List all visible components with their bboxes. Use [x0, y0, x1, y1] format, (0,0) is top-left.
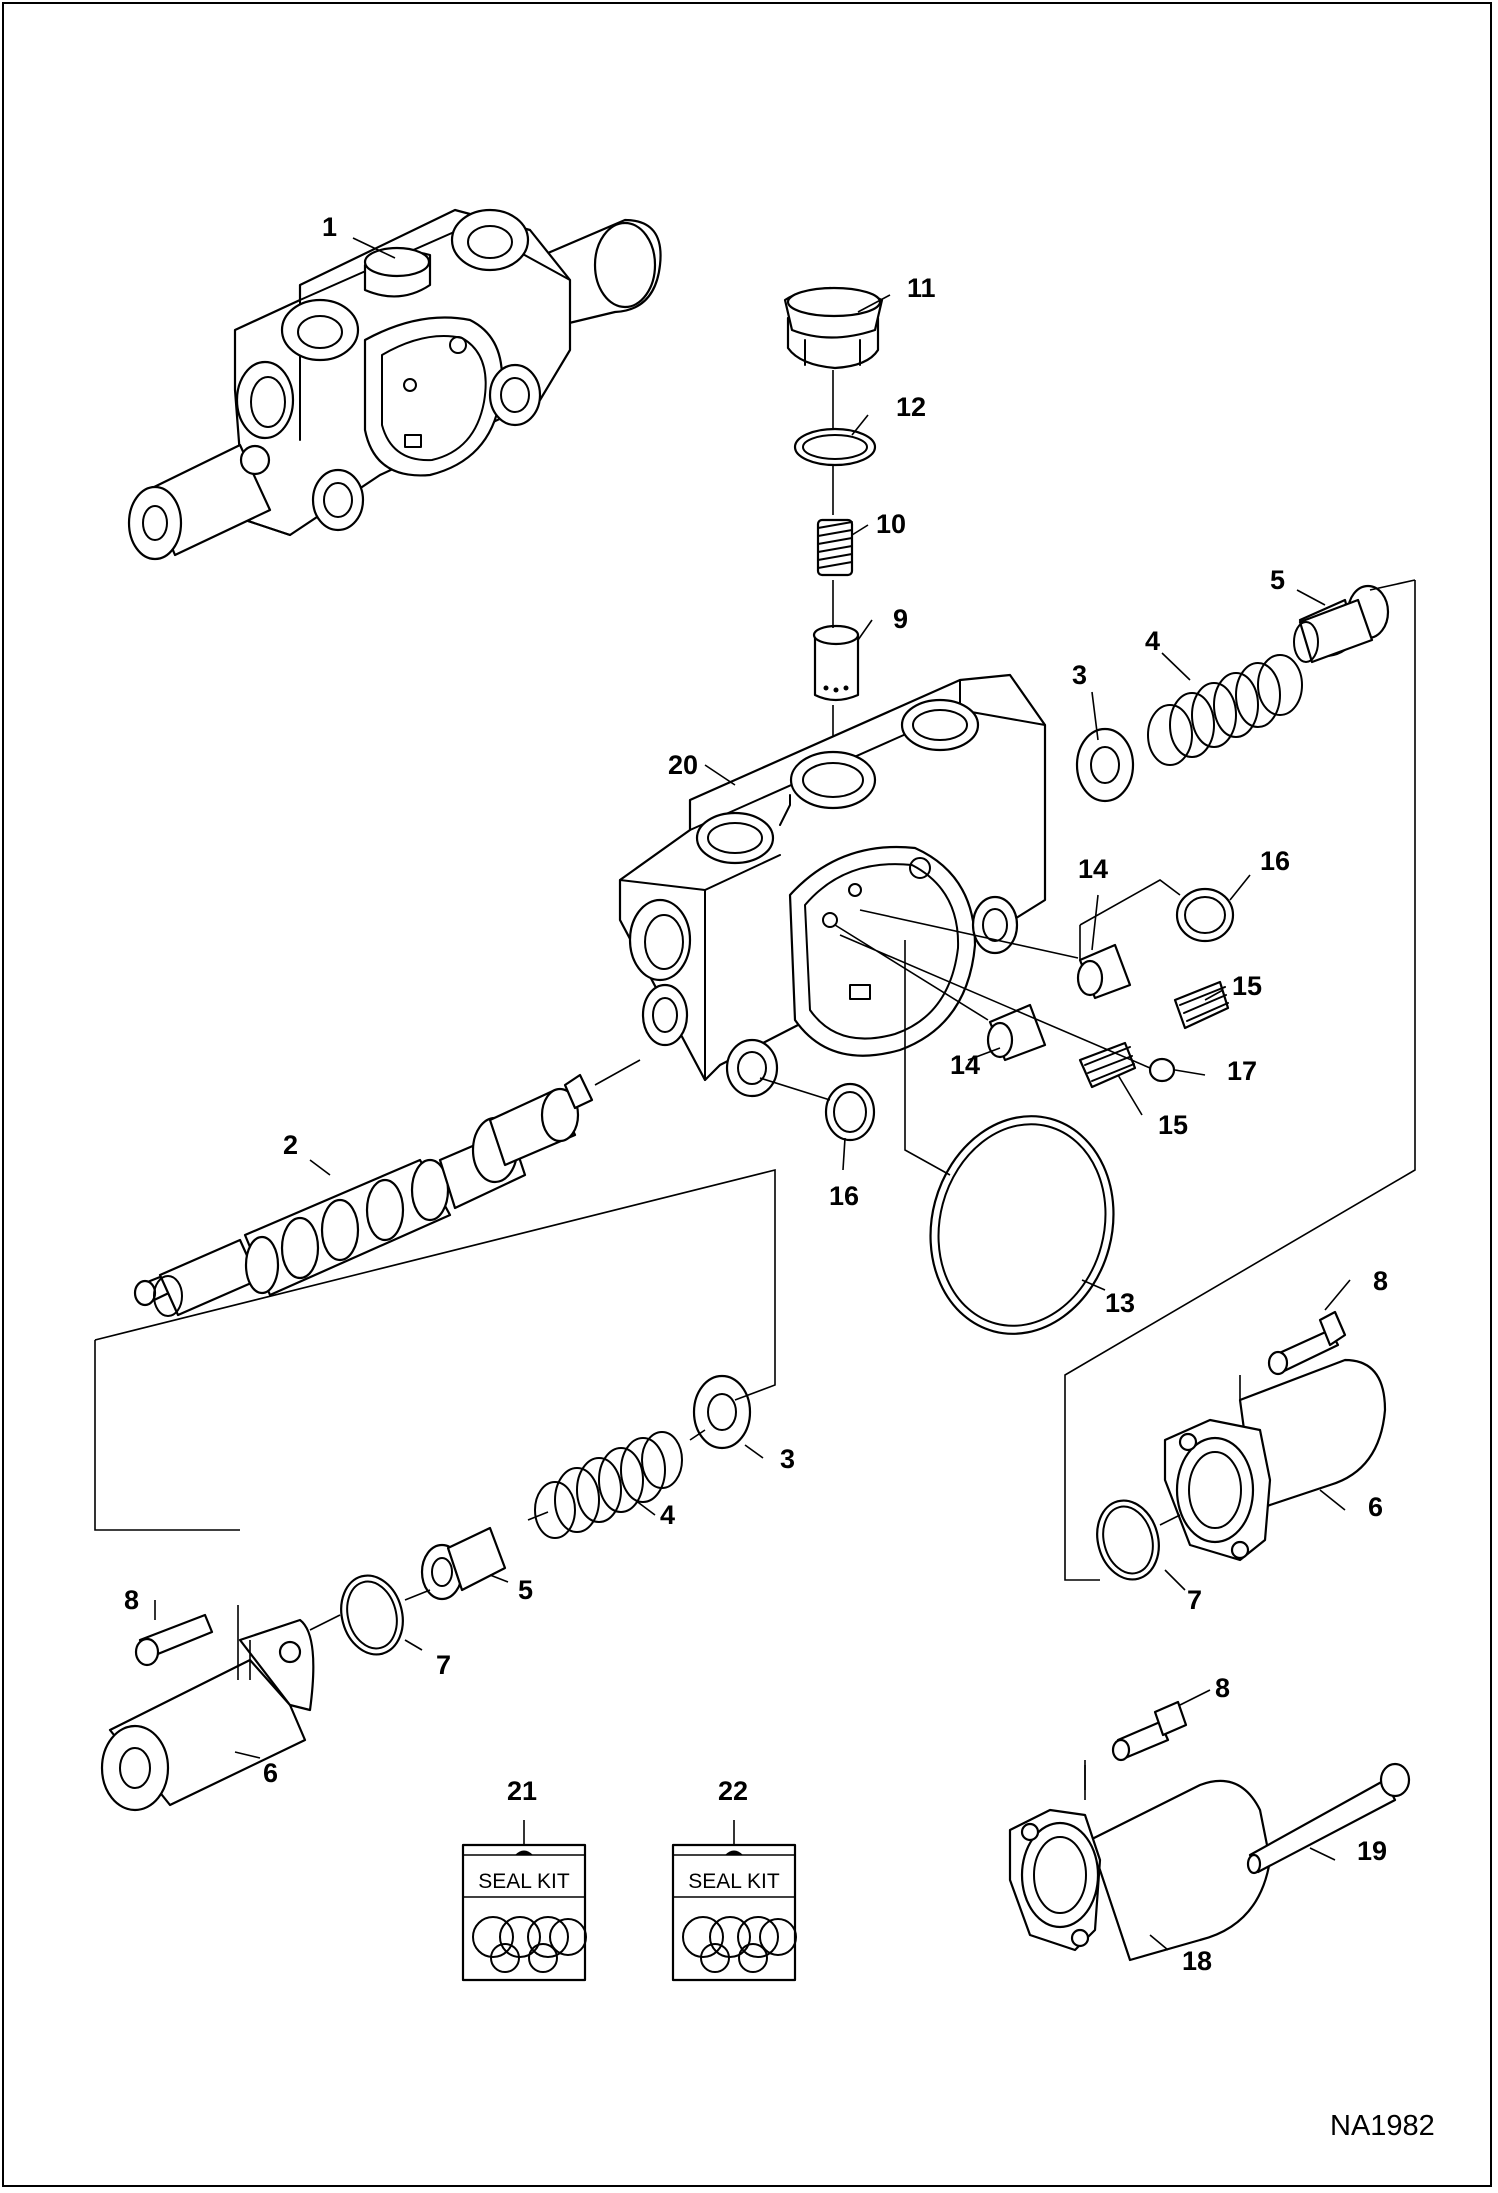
- callout-6: 6: [1368, 1492, 1384, 1522]
- callout-2: 2: [283, 1130, 299, 1160]
- callout-7: 7: [1187, 1585, 1203, 1615]
- spring-10: [816, 518, 854, 577]
- group-brackets: [94, 579, 1416, 1800]
- callout-3: 3: [1072, 660, 1088, 690]
- check-valve-stack: [783, 286, 884, 790]
- callout-1: 1: [322, 212, 338, 242]
- callout-8: 8: [124, 1585, 140, 1615]
- callout-9: 9: [893, 604, 909, 634]
- callout-8: 8: [1215, 1673, 1231, 1703]
- callout-15: 15: [1232, 971, 1263, 1001]
- callout-22: 22: [718, 1776, 749, 1806]
- callout-20: 20: [668, 750, 699, 780]
- callout-6: 6: [263, 1758, 279, 1788]
- callout-3: 3: [780, 1444, 796, 1474]
- o-ring-13: [904, 940, 1115, 1335]
- callout-8: 8: [1373, 1266, 1389, 1296]
- callout-4: 4: [660, 1500, 676, 1530]
- valve-section-assembly: [127, 208, 662, 561]
- callout-5: 5: [518, 1575, 534, 1605]
- callout-16: 16: [829, 1181, 860, 1211]
- callout-15: 15: [1158, 1110, 1189, 1140]
- seal-kit-label: SEAL KIT: [478, 1870, 570, 1893]
- callout-11: 11: [907, 273, 936, 303]
- callout-14: 14: [1078, 854, 1109, 884]
- drawing-id: NA1982: [1330, 2110, 1435, 2142]
- relief-parts: [759, 887, 1235, 1142]
- callout-19: 19: [1357, 1836, 1388, 1866]
- callout-21: 21: [507, 1776, 538, 1806]
- bottom-right-group: [1008, 1700, 1411, 1962]
- lower-left-group: [100, 1374, 752, 1812]
- seal-kit-21: SEAL KIT: [461, 1843, 587, 1982]
- callout-leaders: [154, 237, 1351, 1951]
- callout-18: 18: [1182, 1946, 1213, 1976]
- callout-14: 14: [950, 1050, 981, 1080]
- spool: [133, 1059, 641, 1317]
- spring-4-upper: [1147, 654, 1303, 766]
- seal-kit-label: SEAL KIT: [688, 1870, 780, 1893]
- callout-7: 7: [436, 1650, 452, 1680]
- spring-4-lower: [534, 1431, 683, 1539]
- seal-kit-22: SEAL KIT: [671, 1843, 797, 1982]
- valve-body: [618, 673, 1047, 1098]
- callout-13: 13: [1105, 1288, 1136, 1318]
- callout-12: 12: [896, 392, 927, 422]
- upper-spring-group: [1075, 584, 1390, 803]
- callout-16: 16: [1260, 846, 1291, 876]
- callout-5: 5: [1270, 565, 1286, 595]
- callout-4: 4: [1145, 626, 1161, 656]
- callout-10: 10: [876, 509, 907, 539]
- callout-17: 17: [1227, 1056, 1258, 1086]
- right-cap-group: [1096, 1310, 1387, 1581]
